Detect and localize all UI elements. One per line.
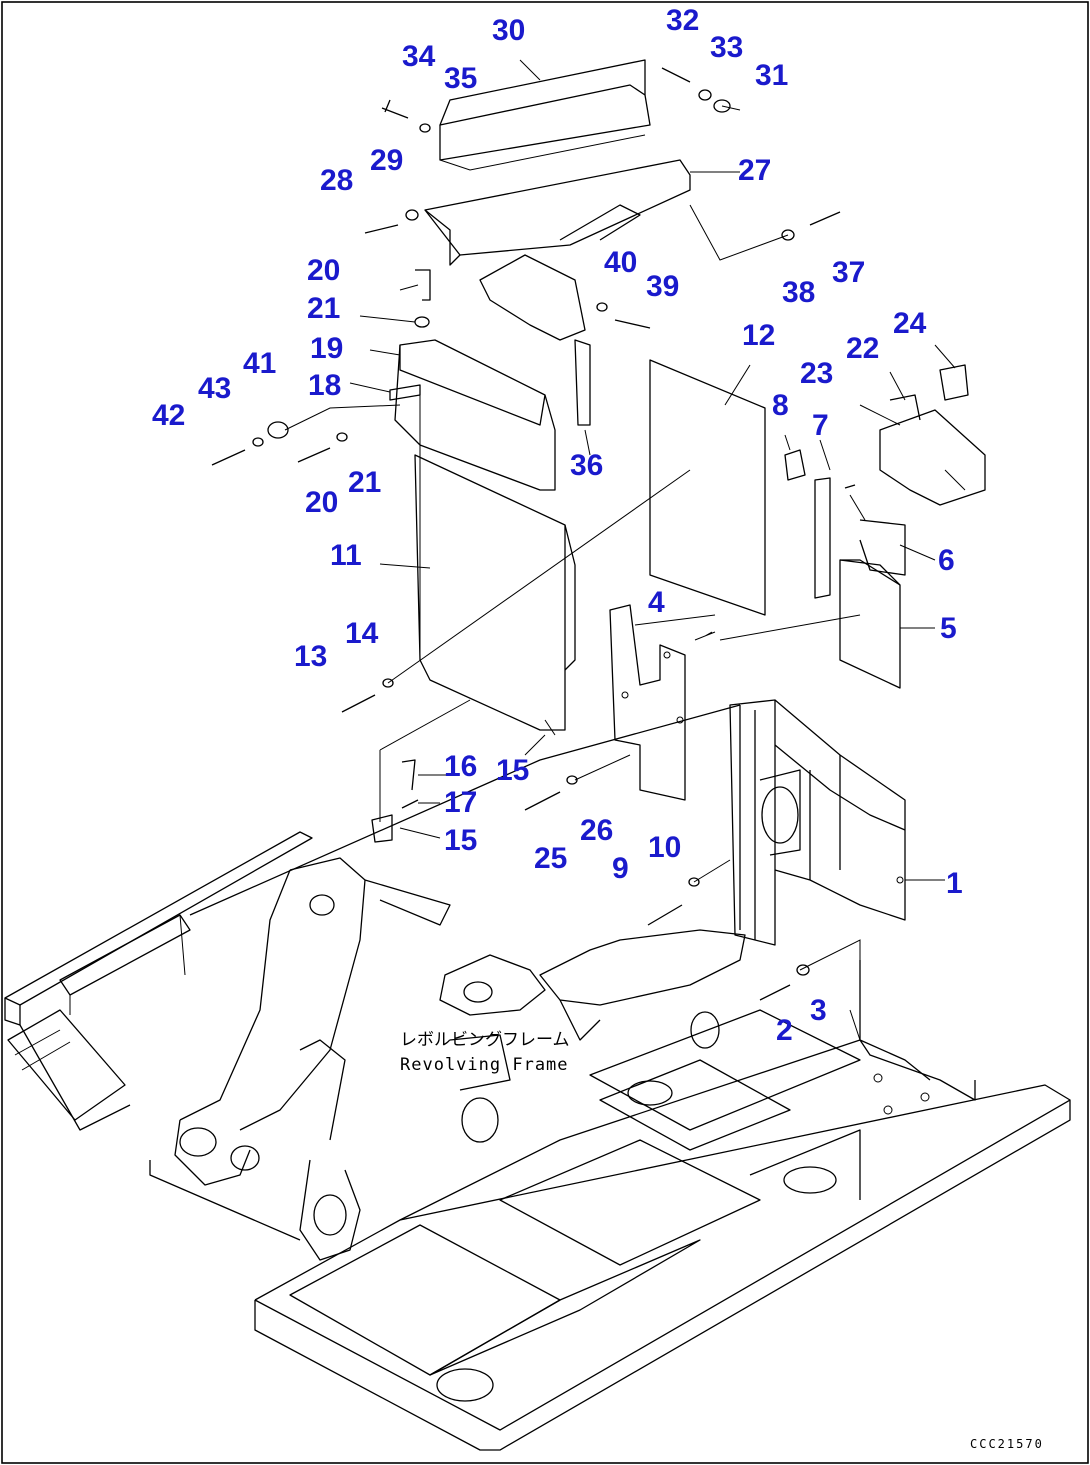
callout-10[interactable]: 10 (648, 831, 681, 864)
callout-24[interactable]: 24 (893, 307, 927, 340)
callout-23[interactable]: 23 (800, 357, 833, 390)
part-27-cover-drawing (424, 59, 691, 426)
callout-15a[interactable]: 15 (496, 754, 529, 787)
part-4-bracket-drawing (609, 604, 716, 801)
callout-37[interactable]: 37 (832, 256, 865, 289)
frame-label: レボルビングフレーム Revolving Frame (400, 1030, 570, 1075)
part-19-cover-drawing (389, 339, 556, 660)
part-23-bracket-drawing (879, 364, 986, 506)
callout-40[interactable]: 40 (604, 246, 637, 279)
frame-label-jp: レボルビングフレーム (400, 1030, 570, 1050)
leader-lines (284, 59, 956, 1041)
callout-12[interactable]: 12 (742, 319, 775, 352)
callout-43[interactable]: 43 (198, 372, 231, 405)
pads-drawing (784, 449, 906, 689)
fasteners (211, 67, 841, 1001)
callout-34[interactable]: 34 (402, 40, 436, 73)
callout-16[interactable]: 16 (444, 750, 477, 783)
callout-39[interactable]: 39 (646, 270, 679, 303)
callout-6[interactable]: 6 (938, 544, 955, 577)
callout-3[interactable]: 3 (810, 994, 827, 1027)
callout-22[interactable]: 22 (846, 332, 879, 365)
callout-25[interactable]: 25 (534, 842, 567, 875)
callout-32[interactable]: 32 (666, 4, 699, 37)
callout-28[interactable]: 28 (320, 164, 353, 197)
callout-21b[interactable]: 21 (348, 466, 381, 499)
callout-4[interactable]: 4 (648, 586, 665, 619)
callout-31[interactable]: 31 (755, 59, 788, 92)
callout-7[interactable]: 7 (812, 409, 829, 442)
callout-13[interactable]: 13 (294, 640, 327, 673)
frame-label-en: Revolving Frame (400, 1055, 569, 1075)
callout-26[interactable]: 26 (580, 814, 613, 847)
callout-20b[interactable]: 20 (305, 486, 338, 519)
callout-18[interactable]: 18 (308, 369, 341, 402)
callout-15b[interactable]: 15 (444, 824, 477, 857)
callout-30[interactable]: 30 (492, 14, 525, 47)
part-12-panel-drawing (649, 359, 766, 616)
callout-38[interactable]: 38 (782, 276, 815, 309)
revolving-frame-drawing (4, 704, 1071, 1451)
part-11-cover-drawing (414, 454, 576, 736)
part-1-bracket-drawing (729, 699, 906, 946)
callout-8[interactable]: 8 (772, 389, 789, 422)
callout-19[interactable]: 19 (310, 332, 343, 365)
callout-11[interactable]: 11 (330, 539, 362, 572)
callout-5[interactable]: 5 (940, 612, 957, 645)
drawing-code: CCC21570 (970, 1437, 1044, 1451)
callout-9[interactable]: 9 (612, 852, 629, 885)
callout-42[interactable]: 42 (152, 399, 185, 432)
callout-1[interactable]: 1 (946, 867, 963, 900)
callouts: 1 2 3 4 5 6 7 8 9 10 11 12 13 14 15 15 1… (152, 4, 963, 1047)
callout-17[interactable]: 17 (444, 786, 477, 819)
callout-2[interactable]: 2 (776, 1014, 793, 1047)
callout-27[interactable]: 27 (738, 154, 771, 187)
callout-29[interactable]: 29 (370, 144, 403, 177)
callout-33[interactable]: 33 (710, 31, 743, 64)
callout-20a[interactable]: 20 (307, 254, 340, 287)
callout-21a[interactable]: 21 (307, 292, 340, 325)
callout-41[interactable]: 41 (243, 347, 276, 380)
callout-35[interactable]: 35 (444, 62, 477, 95)
callout-36[interactable]: 36 (570, 449, 603, 482)
callout-14[interactable]: 14 (345, 617, 379, 650)
